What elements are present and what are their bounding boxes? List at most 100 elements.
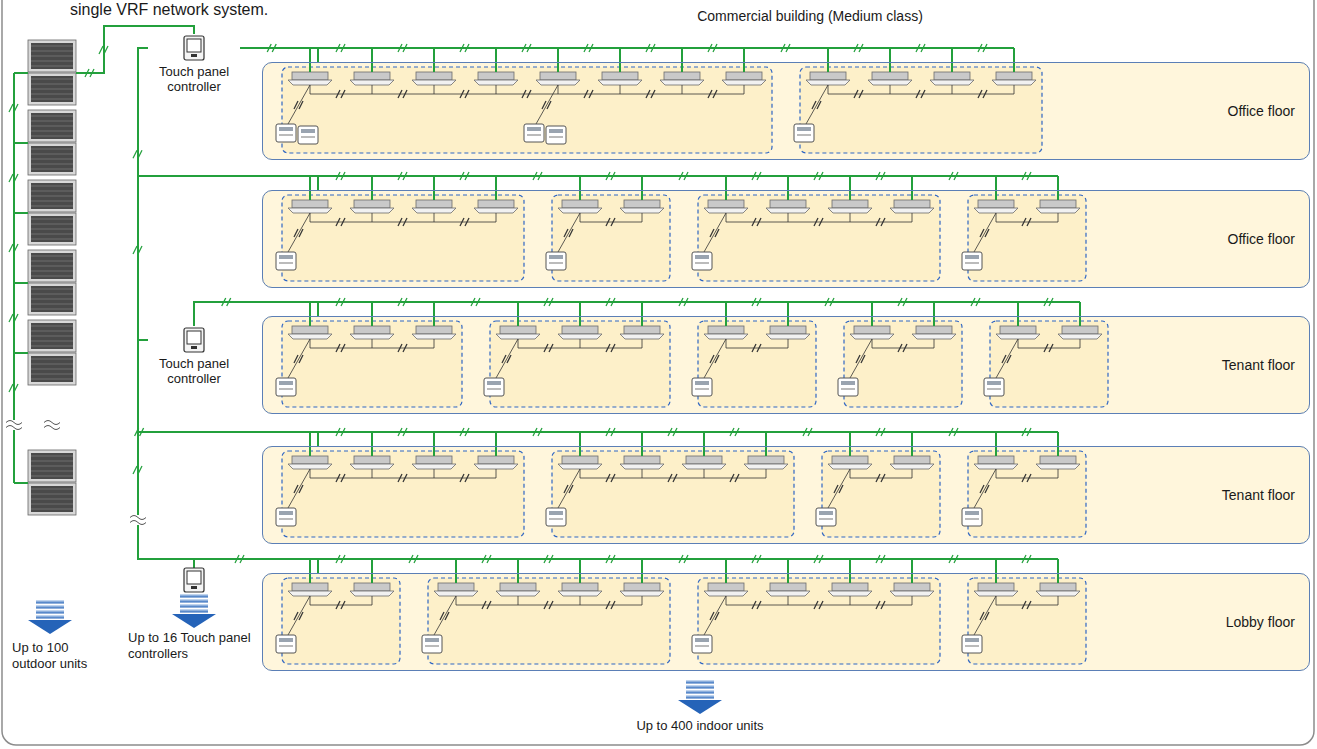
grille-line [31,509,73,510]
control-wire [996,596,1058,609]
remote-controller [962,635,982,653]
network-connector [138,340,318,446]
remote-screen [841,381,855,385]
remote-wire-path [288,213,310,252]
wire-mark [138,246,142,254]
remote-screen [695,381,709,385]
grille-line [31,261,73,262]
wire-mark [538,172,542,180]
outdoor-unit [28,353,76,385]
indoor-unit [416,326,452,334]
indoor-unit [894,583,930,591]
remote-controller [962,252,982,270]
zone-outline [282,67,772,153]
wire-mark [713,44,717,52]
wire-mark [611,555,615,563]
wire-mark [646,44,650,52]
wire-mark [881,218,885,226]
wire-mark [606,218,610,226]
indoor-unit [708,200,744,208]
grille-line [31,94,73,95]
remote-wire-path [434,596,456,635]
wire-mark [336,474,340,482]
floor-label: Office floor [1228,231,1295,247]
indoor-unit [354,326,390,334]
grille-line [31,271,73,272]
remote-buttons [819,518,833,520]
wire-mark [898,344,902,352]
wire-mark [398,172,402,180]
wire-mark [398,44,402,52]
wire-mark [819,555,823,563]
wire-mark [606,555,610,563]
indoor-unit [1040,583,1076,591]
wire-mark [104,46,108,54]
remote-buttons [797,134,811,136]
network-connector [194,302,318,326]
control-wire-path [310,596,372,605]
indoor-unit [832,456,868,464]
indoor-unit-panel [434,591,478,596]
wire-mark [978,44,982,52]
wire-mark [983,44,987,52]
floor-ground [262,62,1310,160]
wire-mark [679,555,683,563]
remote-buttons [301,136,315,138]
wire-mark [757,172,761,180]
grille-line [31,136,73,137]
indoor-unit-panel [412,464,456,469]
wire-mark [949,555,953,563]
wire-mark [544,601,548,609]
wire-mark [921,44,925,52]
indoor-unit-panel [620,591,664,596]
indoor-unit-panel [620,208,664,213]
wire-mark [1022,172,1026,180]
remote-wire-path [496,339,518,378]
wire-mark [606,601,610,609]
indoor-unit [438,583,474,591]
network-wire-path [310,48,1014,72]
wire-mark [507,355,511,363]
control-wire-path [872,339,934,348]
wire-mark [735,474,739,482]
network-wire [310,555,1058,583]
wire-mark [533,428,537,436]
touch-panel-body [184,568,204,592]
network-wire [310,44,1014,72]
remote-screen [987,381,1001,385]
indoor-unit-panel [682,464,726,469]
control-wire-path [580,213,642,222]
wire-mark [133,466,137,474]
wire-mark-group [133,150,142,158]
remote-buttons [279,262,293,264]
indoor-unit-panel [930,80,974,85]
wire-mark [1027,172,1031,180]
remote-wire-path [828,469,850,508]
wire-mark [1022,218,1026,226]
remote-wire [974,213,996,252]
grille-line [31,159,73,160]
grille-line [31,309,73,310]
remote-wire-path [974,596,996,635]
remote-controller [546,126,566,144]
indoor-unit-panel [992,80,1036,85]
grille-line [31,304,73,305]
diagram-title: Commercial building (Medium class) [610,9,1010,24]
wire-mark [14,174,18,182]
wire-mark [715,355,719,363]
floor-ground [262,316,1310,414]
outdoor-grille [31,216,73,242]
indoor-unit-panel [350,80,394,85]
wire-mark [713,90,717,98]
wire-mark [533,172,537,180]
remote-buttons [279,388,293,390]
wire-mark [735,428,739,436]
indoor-unit [748,456,784,464]
remote-wire [996,339,1018,378]
indoor-unit [354,583,390,591]
wire-mark [403,44,407,52]
wire-mark [819,218,823,226]
wire-mark [403,172,407,180]
indoor-unit [1000,326,1036,334]
wire-mark [1022,555,1026,563]
